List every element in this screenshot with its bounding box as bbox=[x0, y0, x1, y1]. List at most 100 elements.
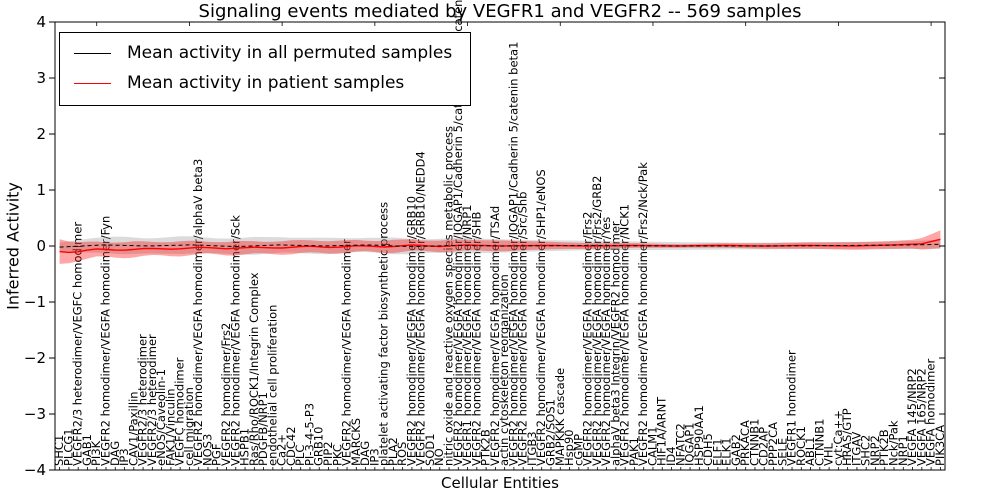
x-category-label: VEGFA homodimer bbox=[924, 359, 938, 466]
x-category-label: FAK1/Vinculin bbox=[163, 388, 177, 466]
y-tick-label: −3 bbox=[24, 405, 46, 423]
x-category-label: VEGFR2 homodimer/VEGFA homodimer/Src/Shb bbox=[516, 192, 530, 466]
x-category-label: NRP2 bbox=[868, 435, 882, 466]
x-category-label: CDH5 bbox=[701, 433, 715, 466]
x-category-label: cyt:Ca++ bbox=[831, 410, 845, 466]
x-category-label: PLC bbox=[293, 445, 307, 466]
x-category-label: NRP1 bbox=[896, 435, 910, 466]
x-category-label: GAB2 bbox=[729, 434, 743, 466]
patient-line-swatch bbox=[74, 82, 111, 84]
y-tick-label: −4 bbox=[24, 461, 46, 479]
y-tick-label: −2 bbox=[24, 349, 46, 367]
legend-entry-patient: Mean activity in patient samples bbox=[74, 73, 452, 93]
x-category-label: SELE bbox=[775, 438, 789, 466]
y-tick-label: 3 bbox=[36, 69, 46, 87]
x-category-label: DAG bbox=[108, 441, 122, 466]
x-category-label: VEGFR2 homodimer/VEGFA homodimer/GRB10/N… bbox=[414, 151, 428, 466]
x-category-label: VEGFR1 homodimer bbox=[785, 350, 799, 466]
x-category-label: GRB2/SOS1 bbox=[543, 399, 557, 466]
x-category-label: NFATC2 bbox=[673, 423, 687, 466]
x-axis-label: Cellular Entities bbox=[441, 474, 559, 492]
x-category-label: ELF1 bbox=[710, 438, 724, 466]
x-category-label: PI3K bbox=[89, 440, 103, 466]
x-category-label: cGMP bbox=[571, 434, 585, 466]
x-category-label: nitric oxide and reactive oxygen species… bbox=[442, 126, 456, 466]
y-tick-label: 4 bbox=[36, 13, 46, 31]
x-category-label: ELK1 bbox=[720, 437, 734, 466]
patient-mean-line bbox=[59, 238, 941, 254]
x-category-label: VEGFR2 homodimer/VEGFA homodimer/IQGAP1/… bbox=[506, 42, 520, 466]
x-category-label: PTK2B bbox=[877, 429, 891, 466]
x-category-label: VEGFR2 homodimer/VEGFA homodimer/Yes bbox=[599, 217, 613, 466]
x-category-label: VHL bbox=[822, 442, 836, 466]
legend: Mean activity in all permuted samples Me… bbox=[59, 32, 472, 106]
x-category-label: PDGFB/NRP1 bbox=[256, 392, 270, 466]
x-category-label: VEGFR2 homodimer/VEGFA homodimer/SHB bbox=[469, 211, 483, 466]
x-category-label: actin cytoskeleton reorganization bbox=[497, 274, 511, 466]
x-category-label: alphaV beta3 Integrin/VEGFR2 homodimer bbox=[608, 221, 622, 466]
x-category-label: VEGFR2 homodimer/VEGFA homodimer/SHP1/eN… bbox=[534, 169, 548, 466]
x-category-label: PIK3CA bbox=[933, 425, 947, 466]
x-category-label: VEGFR2 homodimer/Frs2 bbox=[219, 323, 233, 466]
x-category-label: VEGFA 165/NRP2 bbox=[914, 368, 928, 466]
x-category-label: VEGFR2/3 heterodimer bbox=[145, 334, 159, 466]
x-category-label: HSPB1 bbox=[238, 428, 252, 466]
y-tick-label: −1 bbox=[24, 293, 46, 311]
x-category-label: VEGFR2/3 heterodimer/VEGFC homodimer bbox=[71, 222, 85, 466]
x-category-label: IP3 bbox=[117, 448, 131, 466]
x-category-label: Nck/Pak bbox=[887, 420, 901, 466]
x-category-label: CDC42 bbox=[284, 426, 298, 466]
x-category-label: ROS bbox=[395, 442, 409, 466]
x-category-label: VEGFR2 homodimer/VEGFA homodimer/GRB10 bbox=[404, 196, 418, 466]
x-category-label: VEGFR2 homodimer/VEGFA homodimer/IQGAP1/… bbox=[451, 0, 465, 466]
x-category-label: HIF1A/ARNT bbox=[655, 396, 669, 466]
x-category-label: ITGAV bbox=[849, 432, 863, 466]
x-category-label: Ca2+ bbox=[275, 434, 289, 466]
x-category-label: VEGFR2 homodimer/VEGFA homodimer bbox=[340, 239, 354, 466]
x-category-label: NO bbox=[432, 448, 446, 466]
y-axis-label: Inferred Activity bbox=[3, 182, 23, 310]
x-category-label: MARCKS bbox=[349, 418, 363, 466]
x-category-label: cell migration bbox=[182, 387, 196, 466]
x-category-label: GRB10 bbox=[312, 427, 326, 466]
legend-label-permuted: Mean activity in all permuted samples bbox=[127, 43, 453, 63]
x-category-label: PTK2B bbox=[479, 429, 493, 466]
x-category-label: VEGFR2 homodimer/VEGFA homodimer/alphaV … bbox=[191, 159, 205, 466]
x-category-label: SHC1 bbox=[52, 435, 66, 466]
x-category-label: IP3 bbox=[367, 448, 381, 466]
x-category-label: VEGFC homodimer bbox=[173, 357, 187, 466]
x-category-label: VEGFR2 homodimer/VEGFA homodimer/Frs2/GR… bbox=[590, 176, 604, 466]
x-category-label: platelet activating factor biosynthetic … bbox=[377, 202, 391, 466]
x-category-label: PIP2 bbox=[321, 441, 335, 466]
x-category-label: VEGFA 145/NRP2 bbox=[905, 368, 919, 466]
patient-samples-std-band bbox=[59, 230, 941, 264]
x-category-label: MAPKKK cascade bbox=[553, 368, 567, 466]
y-tick-label: 0 bbox=[36, 237, 46, 255]
permuted-line-swatch bbox=[74, 52, 111, 54]
x-category-label: VEGFR2 homodimer/VEGFA homodimer/NCK1 bbox=[618, 204, 632, 466]
x-category-label: VEGFR2 homodimer/VEGFA homodimer/Fyn bbox=[98, 216, 112, 466]
x-category-label: ROCK1 bbox=[794, 426, 808, 466]
x-category-label: DAG bbox=[358, 441, 372, 466]
x-category-label: VEGFR2 homodimer/VEGFA homodimer/TSAd bbox=[488, 206, 502, 466]
x-category-label: SOD1 bbox=[423, 433, 437, 466]
x-category-label: CAV1/Paxillin bbox=[126, 391, 140, 466]
x-category-label: VEGFR1 homodimer/VEGFA homodimer/NRP1 bbox=[460, 205, 474, 466]
x-category-label: PKC bbox=[330, 444, 344, 466]
x-category-label: eNOS/Caveolin-1 bbox=[154, 369, 168, 466]
x-category-label: Hsp90 bbox=[562, 429, 576, 466]
x-category-label: PGF bbox=[210, 444, 224, 466]
x-category-label: PPP2CA bbox=[766, 422, 780, 466]
x-category-label: CTNNB1 bbox=[812, 419, 826, 466]
x-category-label: VEGFR2 homodimer/VEGFA homodimer/Frs2 bbox=[581, 212, 595, 466]
x-category-label: HSP90AA1 bbox=[692, 405, 706, 466]
x-category-label: GAB1 bbox=[80, 434, 94, 466]
y-tick-label: 2 bbox=[36, 125, 46, 143]
x-category-label: ITGB3 bbox=[525, 431, 539, 466]
x-category-label: PRKACA bbox=[738, 420, 752, 466]
x-category-label: VEGFR2 homodimer/VEGFA homodimer/Sck bbox=[228, 215, 242, 466]
x-category-label: CD2AP bbox=[757, 427, 771, 466]
x-category-label: ID4 bbox=[664, 446, 678, 466]
